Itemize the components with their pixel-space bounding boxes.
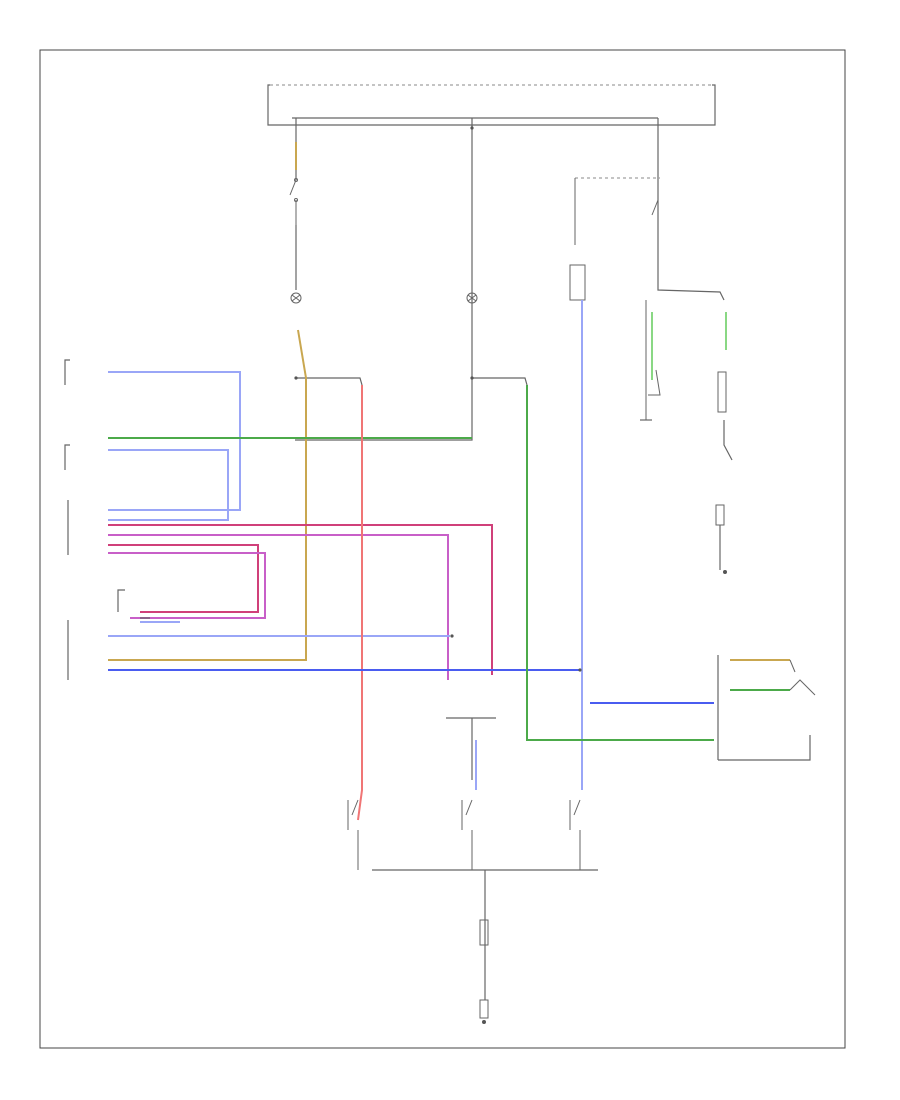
bulb-icon xyxy=(466,292,478,304)
switch-icon xyxy=(717,655,816,761)
switch-icon xyxy=(347,799,359,870)
splice-icon xyxy=(294,126,582,672)
ground-icon xyxy=(723,570,727,574)
wire-blue-top xyxy=(108,371,241,511)
bulb-icon xyxy=(717,371,727,413)
bulb-icon xyxy=(290,225,302,304)
connector-box xyxy=(117,589,150,619)
wire-center-top xyxy=(295,125,473,441)
power-distribution-box xyxy=(267,84,716,128)
wire-magenta-loop xyxy=(108,552,266,619)
switch-icon xyxy=(461,799,473,870)
connector-left-1 xyxy=(296,377,363,386)
switch-icon xyxy=(289,178,298,225)
ground-icon xyxy=(479,999,489,1024)
bulb-icon xyxy=(715,504,725,526)
connector-icon xyxy=(64,359,70,680)
connector-icon xyxy=(479,919,489,946)
ground-icon xyxy=(640,300,661,421)
switch-icon xyxy=(569,799,581,870)
wire-green-vertical xyxy=(526,385,714,741)
connector-center-1 xyxy=(472,377,528,386)
wire-green-light xyxy=(651,312,727,380)
wire-right-top xyxy=(657,118,725,301)
diagram-frame xyxy=(39,49,846,1049)
wire-blue-second xyxy=(108,449,229,521)
wire-blue-connector xyxy=(108,621,450,637)
wire-magenta xyxy=(108,534,449,680)
wire-tan xyxy=(108,142,307,661)
wire-red xyxy=(357,385,363,821)
wire-pink xyxy=(108,524,493,675)
wire-pink-loop xyxy=(108,544,259,613)
relay xyxy=(569,177,660,301)
